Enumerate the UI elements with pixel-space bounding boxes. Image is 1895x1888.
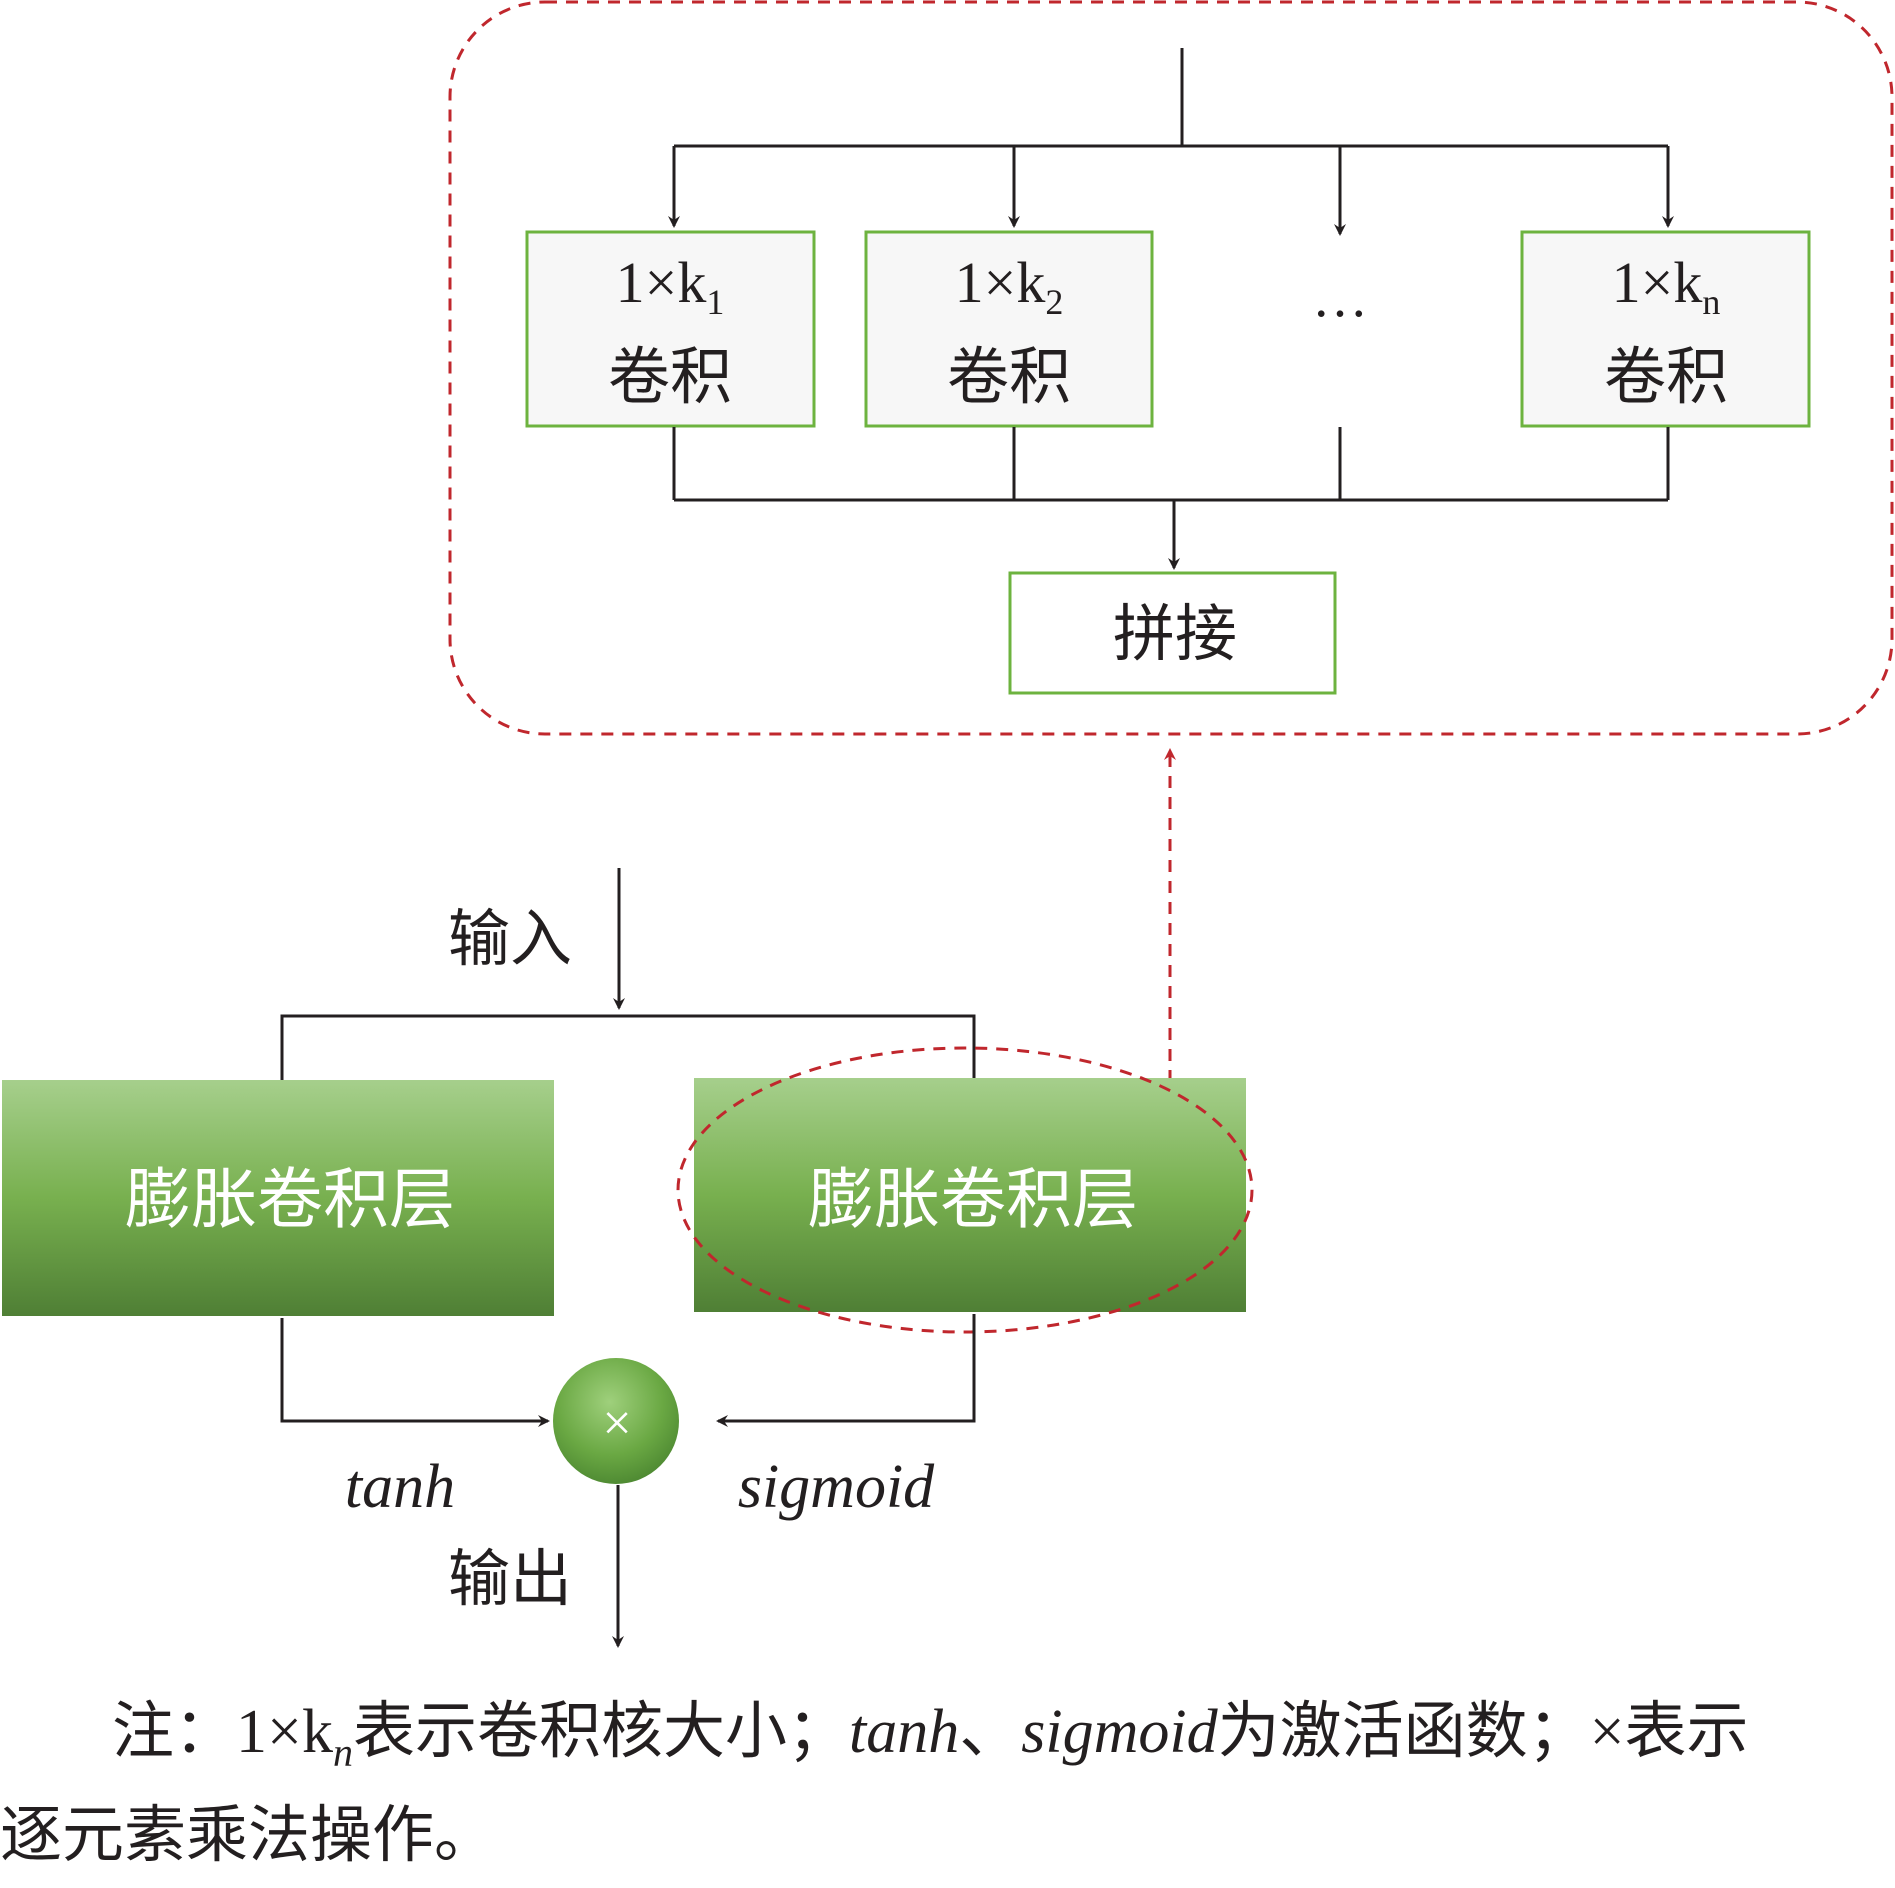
figure-note: 注：1×kn表示卷积核大小；tanh、sigmoid为激活函数；×表示 逐元素乘… [0, 1680, 1895, 1888]
multiply-node: × [553, 1358, 679, 1484]
note-sep: 、 [959, 1698, 1022, 1766]
highlight-dashed-ellipse [676, 1046, 1254, 1334]
module-merge-lines [672, 427, 1670, 570]
note-part1: 表示卷积核大小； [352, 1698, 849, 1766]
kernel-sub-k1: 1 [706, 282, 724, 322]
sigmoid-label: sigmoid [738, 1453, 935, 1521]
tanh-label: tanh [345, 1453, 455, 1521]
right-layer-label: 膨胀卷积层 [808, 1161, 1138, 1238]
svg-text:1×k2: 1×k2 [955, 250, 1064, 322]
kernel-label-k1: 1×k [616, 250, 707, 315]
kernel-label-k2: 1×k [955, 250, 1046, 315]
left-dilated-conv-layer: 膨胀卷积层 [2, 1080, 554, 1316]
kernel-label-kn: 1×k [1612, 250, 1703, 315]
concat-label: 拼接 [1113, 597, 1237, 670]
kernel-sub-kn: n [1702, 282, 1720, 322]
note-line-1: 注：1×kn表示卷积核大小；tanh、sigmoid为激活函数；×表示 [0, 1680, 1895, 1784]
branch-ellipsis: … [1312, 267, 1368, 329]
right-dilated-conv-layer: 膨胀卷积层 [694, 1078, 1246, 1312]
note-sigmoid: sigmoid [1021, 1698, 1218, 1766]
note-sub: n [332, 1729, 353, 1775]
note-part2: 为激活函数；×表示 [1217, 1698, 1749, 1766]
note-prefix: 注：1×k [112, 1698, 333, 1766]
conv-branch-k2: 1×k2 卷积 [864, 230, 1154, 428]
conv-label-k2: 卷积 [947, 340, 1071, 413]
note-tanh: tanh [848, 1698, 960, 1766]
input-label: 输入 [448, 902, 572, 975]
conv-label-kn: 卷积 [1604, 340, 1728, 413]
main-split-lines [280, 1014, 976, 1080]
note-line-2: 逐元素乘法操作。 [0, 1802, 497, 1870]
module-split-lines [668, 48, 1674, 236]
conv-branch-k1: 1×k1 卷积 [525, 230, 816, 428]
concat-box: 拼接 [1008, 571, 1337, 695]
multiply-symbol: × [602, 1395, 631, 1452]
module-dashed-container [448, 0, 1894, 736]
svg-text:1×kn: 1×kn [1612, 250, 1721, 322]
svg-text:1×k1: 1×k1 [616, 250, 725, 322]
conv-branch-kn: 1×kn 卷积 [1520, 230, 1811, 428]
output-label: 输出 [448, 1542, 572, 1615]
gate-lines [280, 1314, 976, 1427]
conv-label-k1: 卷积 [608, 340, 732, 413]
left-layer-label: 膨胀卷积层 [125, 1161, 455, 1238]
kernel-sub-k2: 2 [1045, 282, 1063, 322]
